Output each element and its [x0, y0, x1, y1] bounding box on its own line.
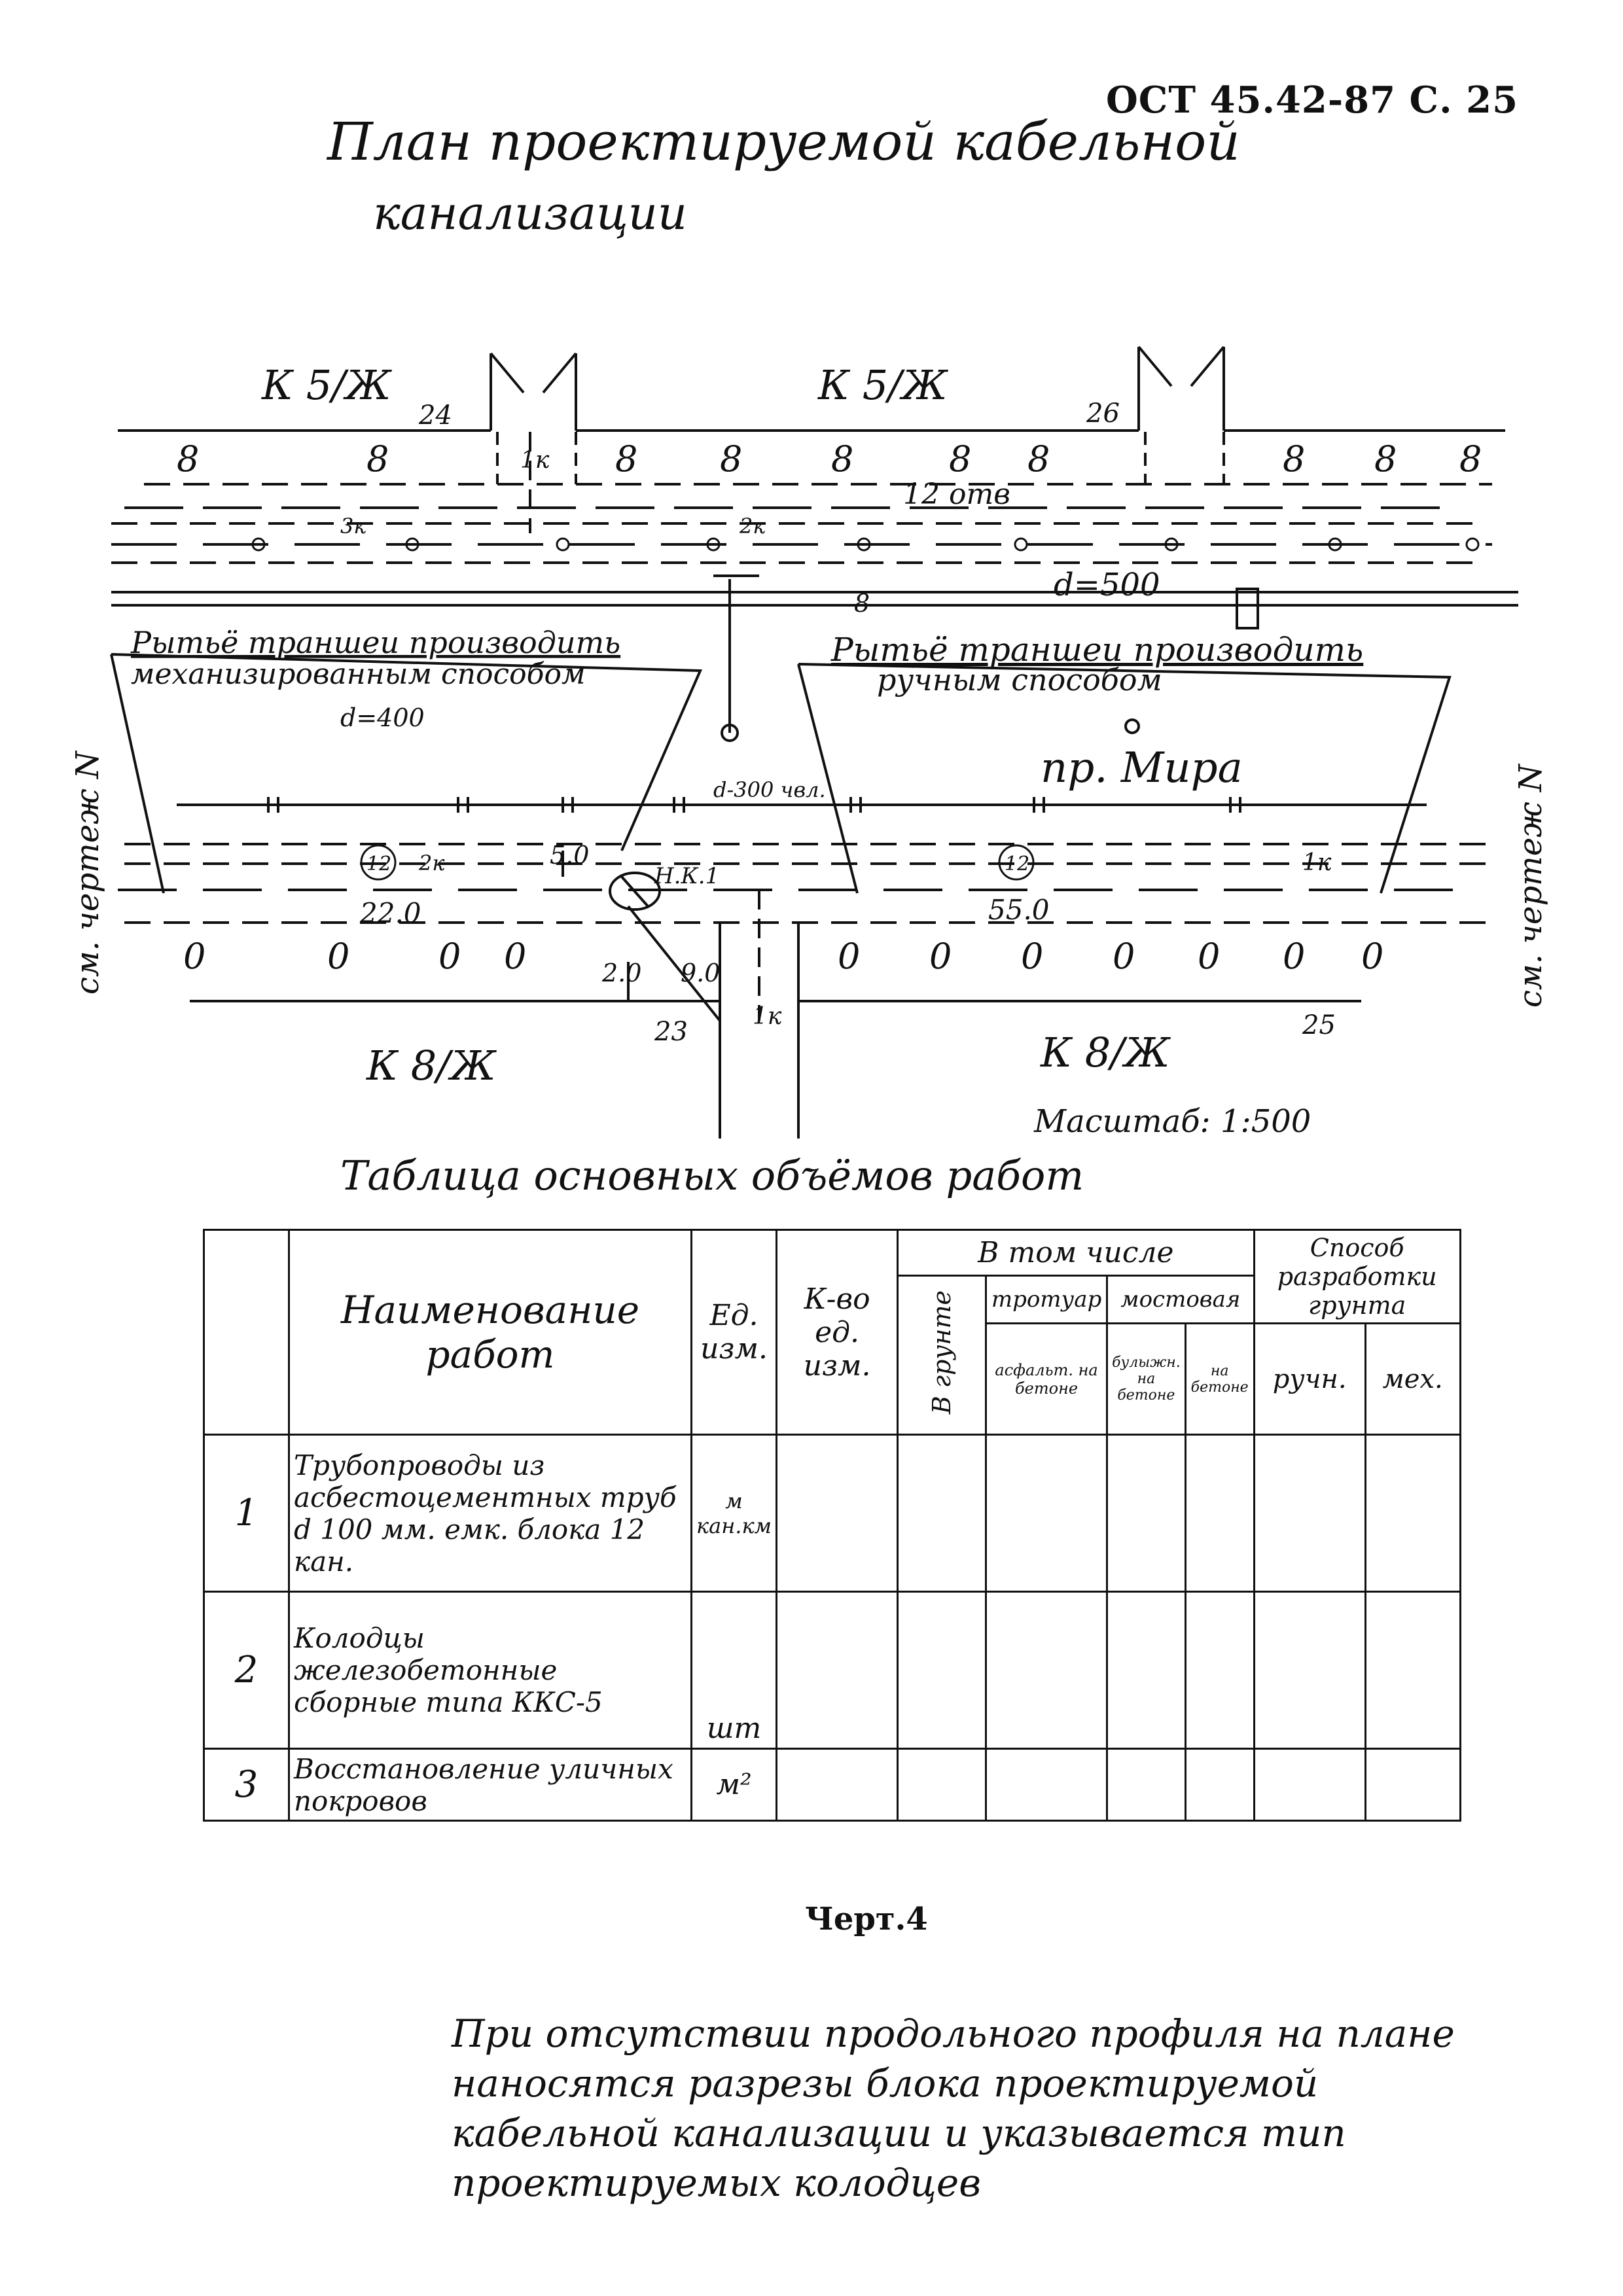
- svg-text:8: 8: [720, 438, 742, 480]
- trench-right-line-2: ручным способом: [877, 662, 1162, 698]
- header-soil: В грунте: [927, 1290, 957, 1415]
- svg-text:8: 8: [1374, 438, 1397, 480]
- note-text: При отсутствии продольного профиля на пл…: [452, 2011, 1455, 2205]
- tree-symbols-top: 8 8 8 8 8 8 8 8 8 8: [177, 438, 1482, 480]
- document-code: ОСТ 45.42-87 С. 25: [1106, 79, 1519, 122]
- scale-label: Масштаб: 1:500: [1033, 1103, 1311, 1140]
- label-k-bottom-right: К 8/Ж: [1040, 1029, 1171, 1076]
- label-d400: d=400: [340, 703, 425, 732]
- svg-text:8: 8: [831, 438, 853, 480]
- svg-text:8: 8: [1459, 438, 1482, 480]
- traffic-light-icon: [1236, 588, 1259, 629]
- svg-text:8: 8: [1027, 438, 1050, 480]
- svg-text:0: 0: [1113, 936, 1135, 977]
- header-sidewalk: тротуар: [985, 1275, 1109, 1324]
- svg-text:8: 8: [1283, 438, 1305, 480]
- tree-symbols-bottom: 0 0 0 0 0 0 0 0 0 0 0: [183, 936, 1383, 977]
- well-nk1-symbol: [609, 872, 661, 911]
- svg-text:0: 0: [1021, 936, 1043, 977]
- header-method: Способ разработки грунта: [1253, 1229, 1461, 1324]
- svg-text:8: 8: [366, 438, 389, 480]
- works-table: Наименование работ Ед. изм. К-во ед. изм…: [203, 1229, 1461, 1822]
- street-name: пр. Мира: [1041, 744, 1243, 792]
- well-nk1-label: Н.К.1: [654, 863, 719, 889]
- svg-text:0: 0: [1198, 936, 1220, 977]
- label-well-25: 25: [1302, 1010, 1336, 1040]
- trench-left: [111, 653, 703, 851]
- label-2k-mid: 2к: [418, 851, 445, 875]
- label-well-24: 24: [418, 400, 452, 431]
- circle-number-12a: 12: [366, 853, 391, 875]
- label-3k: 3к: [340, 514, 366, 539]
- label-k-top-left: К 5/Ж: [261, 361, 392, 409]
- well-24-symbol: [490, 352, 577, 431]
- well-26-symbol: [1137, 345, 1225, 431]
- see-drawing-left: см. чертеж N: [69, 750, 106, 995]
- plan-title-line-1: План проектируемой кабельной: [327, 111, 1240, 172]
- header-asphalt: асфальт. на бетоне: [985, 1322, 1109, 1436]
- label-k-bottom-left: К 8/Ж: [366, 1042, 497, 1089]
- label-well-26: 26: [1086, 398, 1120, 429]
- header-pavement: мостовая: [1106, 1275, 1255, 1324]
- length-9: 9.0: [681, 959, 720, 987]
- circle-number-12b: 12: [1005, 853, 1029, 875]
- svg-text:0: 0: [183, 936, 205, 977]
- label-well-23: 23: [654, 1017, 688, 1047]
- svg-text:0: 0: [327, 936, 349, 977]
- svg-text:8: 8: [177, 438, 199, 480]
- trench-right: [798, 663, 1452, 894]
- length-2: 2.0: [601, 959, 641, 987]
- trench-left-line-1: Рытьё траншеи производить: [130, 625, 620, 660]
- label-1k-top: 1к: [520, 447, 550, 474]
- svg-text:0: 0: [929, 936, 952, 977]
- trench-right-line-1: Рытьё траншеи производить: [830, 631, 1363, 669]
- length-5: 5.0: [550, 841, 589, 870]
- header-mech: мех.: [1364, 1322, 1461, 1436]
- label-2k-top: 2к: [739, 514, 766, 539]
- length-22: 22.0: [359, 897, 421, 929]
- length-55: 55.0: [988, 894, 1050, 926]
- plan-title-line-2: канализации: [373, 186, 687, 240]
- header-name: Наименование работ: [288, 1229, 692, 1436]
- trench-left-line-2: механизированным способом: [131, 658, 585, 691]
- svg-text:0: 0: [438, 936, 461, 977]
- header-cobble: булыжн. на бетоне: [1106, 1322, 1186, 1436]
- header-qty: К-во ед. изм.: [776, 1229, 899, 1436]
- label-8: 8: [854, 589, 870, 618]
- header-manual: ручн.: [1253, 1322, 1366, 1436]
- svg-text:8: 8: [949, 438, 971, 480]
- label-d300: d-300 чвл.: [713, 777, 826, 802]
- header-incl: В том числе: [897, 1229, 1255, 1277]
- table-title: Таблица основных объёмов работ: [340, 1152, 1084, 1199]
- header-concrete: на бетоне: [1184, 1322, 1255, 1436]
- table-row: 1 Трубопроводы из асбестоцементных труб …: [203, 1434, 1461, 1593]
- see-drawing-right: см. чертеж N: [1512, 763, 1549, 1008]
- label-k-top-mid: К 5/Ж: [817, 361, 948, 409]
- svg-text:0: 0: [838, 936, 860, 977]
- label-1k-bottom: 1к: [753, 1003, 782, 1030]
- label-1k-right: 1к: [1302, 849, 1332, 876]
- svg-text:0: 0: [504, 936, 526, 977]
- svg-text:8: 8: [615, 438, 637, 480]
- svg-text:0: 0: [1361, 936, 1383, 977]
- label-12-ducts: 12 отв: [903, 478, 1010, 511]
- figure-caption: Черт.4: [805, 1901, 928, 1937]
- table-row: 3 Восстановление уличных покровов м²: [203, 1748, 1461, 1822]
- header-unit: Ед. изм.: [690, 1229, 778, 1436]
- table-row: 2 Колодцы железобетонные сборные типа КК…: [203, 1591, 1461, 1750]
- svg-text:0: 0: [1283, 936, 1305, 977]
- label-d500: d=500: [1054, 567, 1160, 603]
